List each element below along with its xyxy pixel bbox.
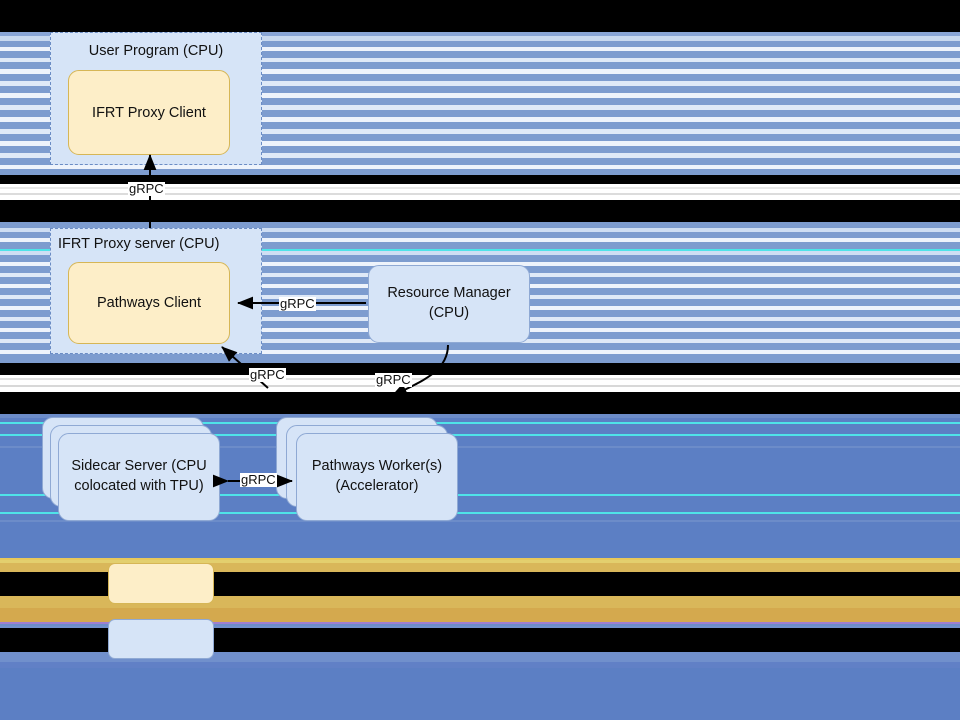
node-pathways-workers-line1: Pathways Worker(s) xyxy=(311,458,443,475)
edge-label-sidecar-to-workers: gRPC xyxy=(240,472,277,487)
container-ifrt-proxy-server-title: IFRT Proxy server (CPU) xyxy=(58,236,220,252)
node-pathways-workers: Pathways Worker(s) (Accelerator) xyxy=(296,433,458,521)
legend-swatch-blue xyxy=(108,619,214,659)
node-pathways-client: Pathways Client xyxy=(68,262,230,344)
arrow-rm-to-workers xyxy=(391,344,449,397)
node-pathways-workers-line2: (Accelerator) xyxy=(335,478,419,494)
node-resource-manager-line2: (CPU) xyxy=(428,305,470,321)
node-resource-manager: Resource Manager (CPU) xyxy=(368,265,530,343)
edge-label-rm-to-pathways-client: gRPC xyxy=(279,296,316,311)
node-sidecar-server: Sidecar Server (CPU colocated with TPU) xyxy=(58,433,220,521)
node-resource-manager-line1: Resource Manager xyxy=(387,285,511,302)
edge-label-user-to-server: gRPC xyxy=(128,181,165,196)
edge-label-rm-to-workers: gRPC xyxy=(375,372,412,387)
legend-swatch-yellow xyxy=(108,563,214,604)
node-sidecar-server-line2: colocated with TPU) xyxy=(74,478,204,494)
container-user-program-title: User Program (CPU) xyxy=(88,43,224,59)
node-sidecar-server-line1: Sidecar Server (CPU xyxy=(71,458,207,475)
node-ifrt-proxy-client: IFRT Proxy Client xyxy=(68,70,230,155)
edge-label-sidecar-to-pathways-client: gRPC xyxy=(249,367,286,382)
glitch-gold-strip xyxy=(0,596,960,599)
